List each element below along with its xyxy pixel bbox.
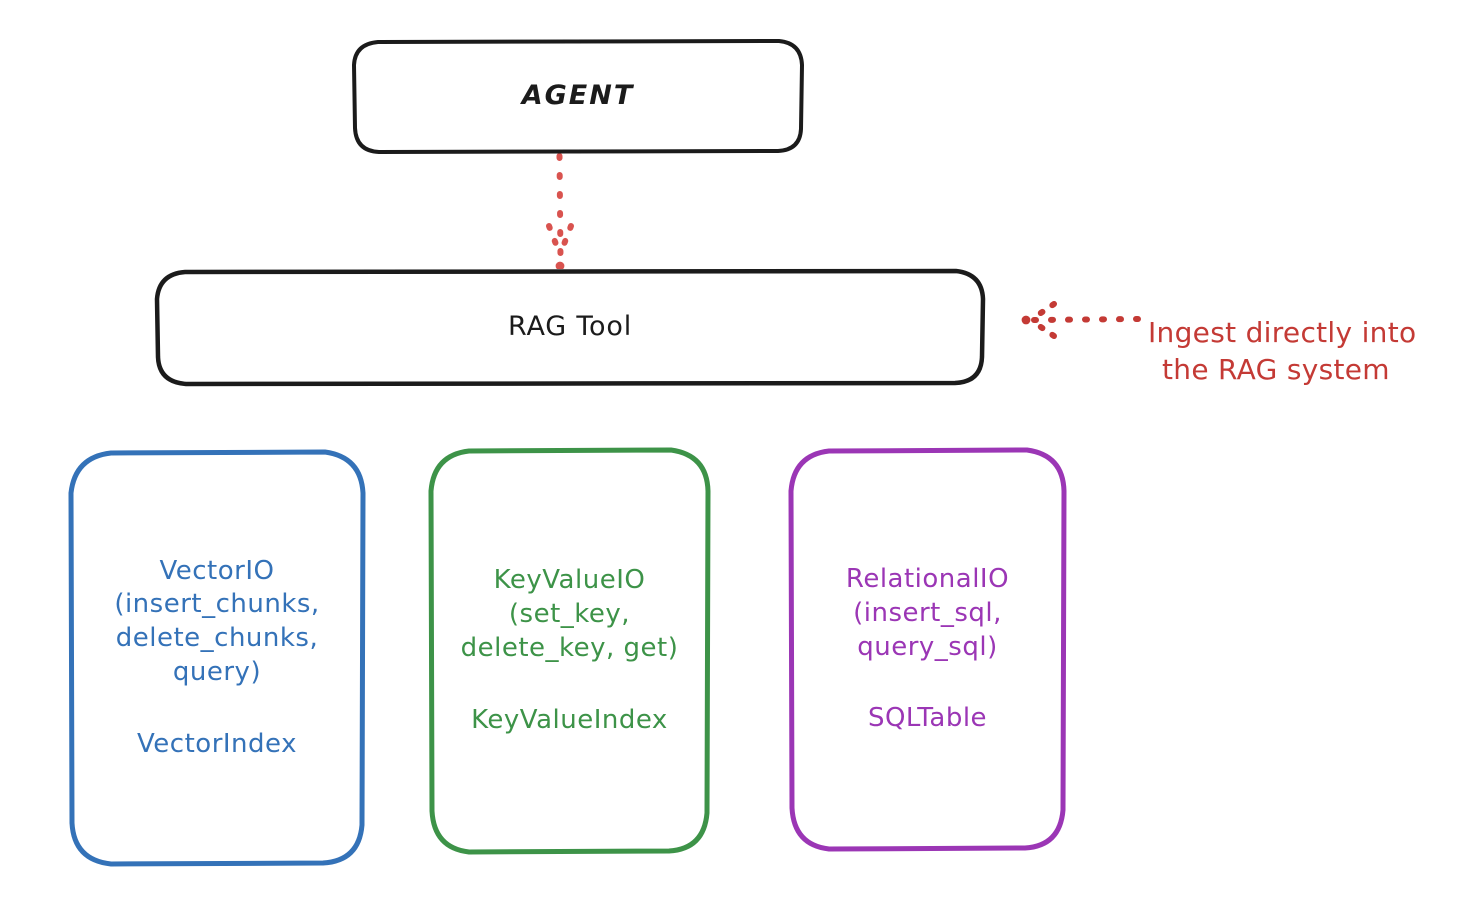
relational-io-node-label: RelationalIO (insert_sql, query_sql) SQL…: [846, 563, 1009, 736]
rag-tool-node[interactable]: RAG Tool: [155, 269, 985, 386]
vector-io-node[interactable]: VectorIO (insert_chunks, delete_chunks, …: [67, 449, 367, 867]
agent-to-rag-tool-arrowhead-right: [558, 223, 574, 255]
agent-to-rag-tool-arrow-tip: [555, 261, 565, 271]
vector-io-node-label: VectorIO (insert_chunks, delete_chunks, …: [114, 555, 319, 762]
key-value-io-node[interactable]: KeyValueIO (set_key, delete_key, get) Ke…: [427, 447, 712, 855]
key-value-io-api-text: KeyValueIO (set_key, delete_key, get): [460, 565, 679, 663]
relational-io-index-text: SQLTable: [867, 703, 988, 734]
rag-tool-node-label: RAG Tool: [507, 311, 632, 343]
agent-to-rag-tool-connector: [546, 153, 574, 271]
agent-to-rag-tool-dotted-line: [556, 153, 564, 261]
agent-node[interactable]: AGENT: [352, 39, 804, 154]
ingest-arrow-arrowhead-top: [1029, 301, 1057, 322]
rag-tool-node-outline: [155, 269, 985, 386]
ingest-arrow-tip: [1021, 315, 1031, 325]
key-value-io-index-text: KeyValueIndex: [471, 704, 668, 735]
key-value-io-node-label: KeyValueIO (set_key, delete_key, get) Ke…: [461, 564, 679, 737]
ingest-arrow-dotted-line: [1031, 316, 1141, 323]
agent-node-outline: [352, 39, 804, 154]
relational-io-api-text: RelationalIO (insert_sql, query_sql): [845, 563, 1010, 662]
agent-node-label: AGENT: [521, 80, 635, 112]
ingest-annotation-line-2: the RAG system: [1162, 352, 1390, 386]
ingest-annotation-line-1: Ingest directly into: [1148, 316, 1417, 350]
ingest-arrow-arrowhead-bottom: [1029, 318, 1057, 339]
vector-io-api-text: VectorIO (insert_chunks, delete_chunks, …: [114, 555, 320, 687]
relational-io-node-outline: [787, 447, 1068, 852]
relational-io-node[interactable]: RelationalIO (insert_sql, query_sql) SQL…: [787, 447, 1068, 852]
ingest-annotation: Ingest directly into the RAG system: [1148, 279, 1478, 425]
vector-io-node-outline: [67, 449, 367, 867]
key-value-io-node-outline: [427, 447, 712, 855]
agent-to-rag-tool-arrowhead-left: [546, 223, 562, 255]
vector-io-index-text: VectorIndex: [137, 728, 297, 759]
ingest-arrow-connector: [1021, 301, 1141, 339]
